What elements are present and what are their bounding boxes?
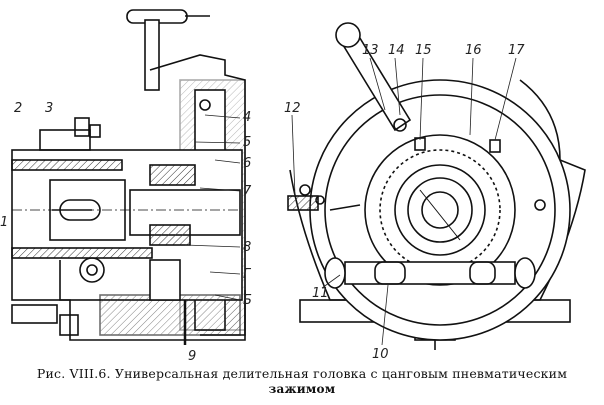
label-17: 17 — [508, 43, 525, 58]
label-8: 8 — [243, 240, 251, 255]
label-7: 7 — [243, 184, 252, 199]
label-B: Б — [243, 293, 252, 308]
label-9: 9 — [188, 349, 196, 364]
label-16: 16 — [465, 43, 482, 58]
figure-caption-continued: зажимом — [268, 382, 336, 396]
label-13: 13 — [362, 43, 379, 58]
section-view-left — [11, 9, 246, 345]
part-labels: 1 2 3 4 5 6 7 8 Г Б 9 10 11 12 13 14 15 … — [0, 43, 525, 364]
label-G: Г — [243, 267, 252, 282]
label-10: 10 — [372, 347, 389, 362]
label-15: 15 — [415, 43, 432, 58]
label-3: 3 — [45, 101, 53, 116]
front-view-right — [287, 22, 586, 350]
leader-lines — [184, 57, 517, 346]
label-1: 1 — [0, 215, 8, 230]
label-5: 5 — [243, 135, 251, 150]
figure-caption: Рис. VIII.6. Универсальная делительная г… — [36, 366, 568, 381]
label-14: 14 — [388, 43, 405, 58]
label-2: 2 — [14, 101, 22, 116]
label-12: 12 — [284, 101, 301, 116]
label-4: 4 — [243, 110, 251, 125]
label-6: 6 — [243, 156, 251, 171]
label-11: 11 — [312, 286, 329, 301]
